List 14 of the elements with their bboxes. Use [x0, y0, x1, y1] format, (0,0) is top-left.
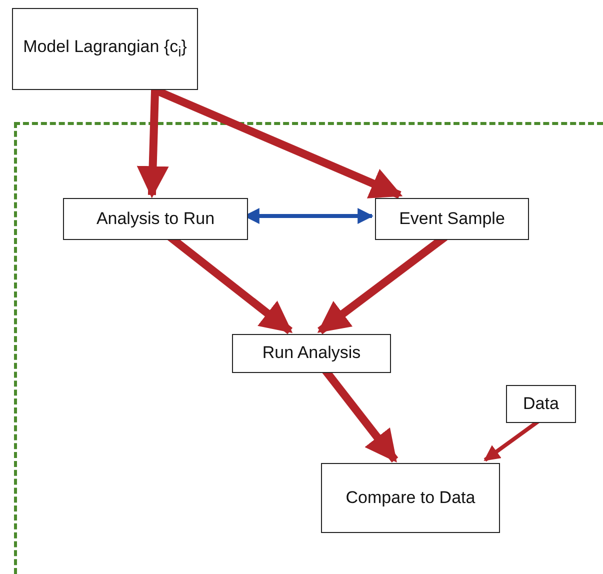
process-box: [12, 8, 198, 90]
process-box: [375, 198, 529, 240]
process-box: [232, 334, 391, 373]
process-box: [63, 198, 248, 240]
box-label: Run Analysis: [262, 342, 361, 364]
box-label: Model Lagrangian {c$_{i}$}: [23, 36, 187, 62]
arrow: [136, 90, 169, 198]
box-label: Compare to Data: [346, 486, 476, 509]
box-label: Event Sample: [399, 208, 505, 230]
process-box: [506, 385, 576, 423]
box-label: Data: [523, 392, 559, 415]
box-label: Analysis to Run: [96, 208, 215, 230]
dashed-region: [14, 122, 603, 574]
process-box: [321, 463, 500, 533]
